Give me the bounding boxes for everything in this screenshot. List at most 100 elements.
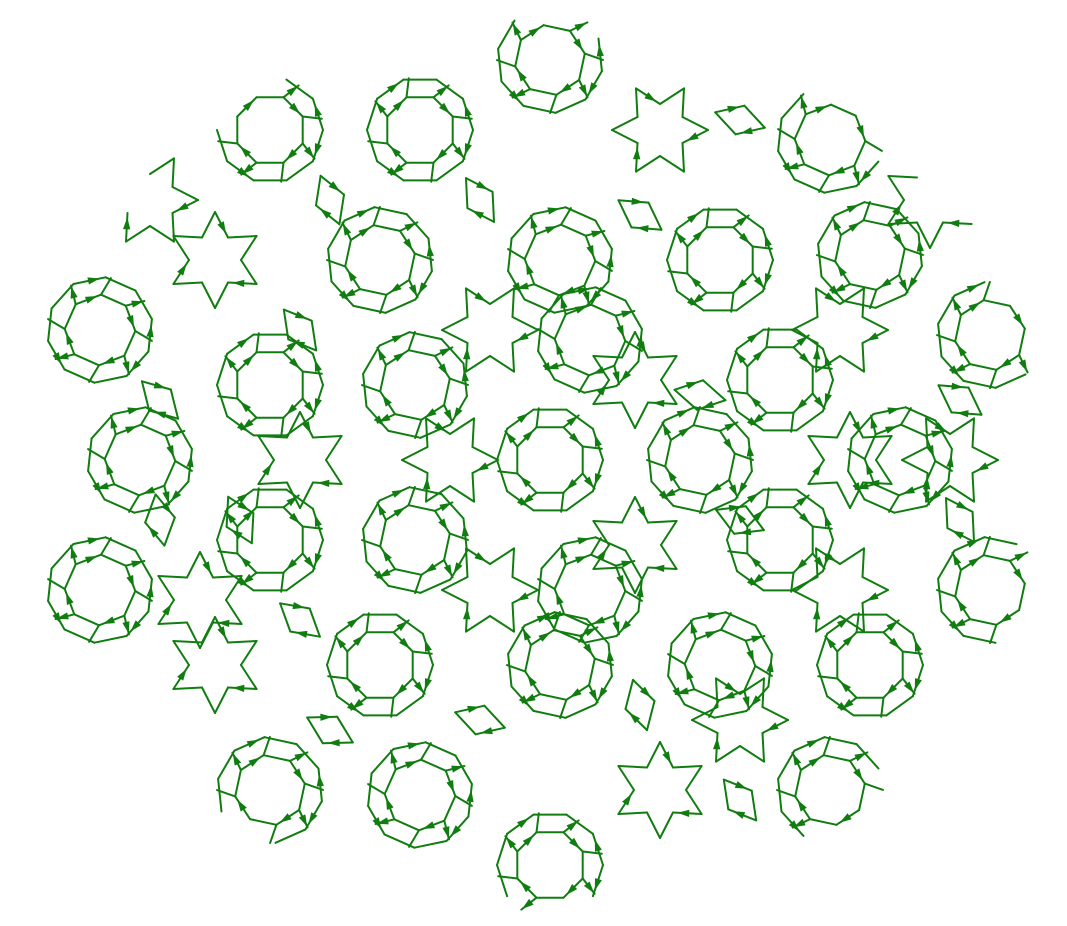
arrowhead — [968, 302, 981, 312]
arrowhead — [461, 524, 469, 537]
arrowhead — [110, 416, 118, 429]
tiling-edge — [693, 688, 720, 702]
tiling-edge — [425, 417, 429, 448]
arrowhead — [66, 592, 74, 605]
arrowhead — [442, 826, 450, 839]
arrowhead — [242, 510, 254, 521]
tiling-edge — [405, 77, 410, 99]
tiling-edge — [338, 193, 345, 226]
tiling-edge — [817, 242, 823, 278]
arrowhead — [728, 504, 741, 512]
tiling-edge — [171, 212, 175, 243]
arrowhead — [966, 284, 979, 293]
tiling-edge — [578, 374, 590, 393]
arrowhead — [358, 227, 371, 237]
arrowhead — [87, 277, 100, 285]
tiling-edge — [449, 485, 475, 503]
tiling-edge — [592, 355, 623, 359]
arrowhead — [594, 839, 602, 852]
tiling-edge — [523, 233, 537, 260]
tiling-edge — [720, 612, 732, 631]
tiling-edge — [362, 344, 381, 375]
tiling-edge — [816, 664, 829, 698]
arrowhead — [824, 514, 832, 527]
arrowhead — [629, 712, 641, 724]
arrowhead — [516, 332, 529, 341]
tiling-edge — [262, 754, 291, 762]
arrowhead — [866, 592, 879, 601]
arrowhead — [846, 204, 859, 213]
tiling-edge — [726, 507, 739, 541]
tiling-edge — [744, 505, 765, 532]
tiling-edge — [803, 163, 830, 177]
arrowhead — [837, 702, 849, 712]
arrowhead — [747, 417, 759, 427]
tiling-edge — [537, 317, 543, 352]
arrowhead — [471, 210, 484, 219]
arrowhead — [161, 502, 172, 514]
tiling-edge — [728, 452, 736, 481]
tiling-edge — [172, 281, 203, 285]
tiling-edge — [407, 504, 436, 512]
arrowhead — [505, 431, 517, 444]
arrowhead — [793, 818, 806, 828]
tiling-edge — [552, 611, 561, 632]
tiling-edge — [667, 653, 686, 665]
arrowhead — [314, 398, 322, 411]
arrowhead — [230, 529, 243, 539]
arrowhead — [241, 163, 254, 175]
tiling-edge — [285, 160, 314, 182]
tiling-edge — [765, 487, 770, 509]
tiling-edge — [301, 370, 323, 375]
tiling-edge — [875, 459, 893, 485]
arrowhead — [424, 639, 432, 652]
arrowhead — [453, 407, 463, 420]
arrowhead — [248, 757, 261, 767]
tiling-edge — [510, 213, 535, 240]
arrowhead — [786, 162, 799, 170]
tiling-edge — [384, 298, 417, 314]
tiling-edge — [660, 520, 678, 546]
arrowhead — [303, 556, 315, 569]
tiling-edge — [327, 219, 346, 250]
tiling-edge — [285, 78, 314, 100]
tiling-edge — [454, 711, 477, 736]
tiling-edge — [430, 161, 435, 183]
tiling-edge — [624, 299, 643, 330]
arrowhead — [957, 599, 967, 612]
tiling-edge — [714, 111, 737, 136]
arrowhead — [662, 751, 671, 764]
arrowhead — [302, 421, 311, 434]
arrowhead — [424, 408, 437, 418]
arrowhead — [232, 753, 242, 766]
arrowhead — [225, 511, 237, 524]
tiling-edge — [303, 782, 324, 791]
arrowhead — [591, 230, 604, 238]
tiling-edge — [511, 602, 515, 633]
tiling-edge — [754, 665, 773, 677]
tiling-edge — [301, 525, 323, 530]
tiling-edge — [128, 494, 140, 513]
tiling-edge — [617, 765, 635, 791]
tiling-edge — [553, 313, 567, 340]
arrowhead — [176, 202, 189, 211]
arrowhead — [796, 495, 809, 507]
arrowhead — [122, 621, 130, 634]
tiling-edge — [393, 818, 420, 832]
arrowhead — [621, 310, 634, 318]
arrowhead — [813, 396, 825, 409]
tiling-edge — [646, 700, 656, 732]
tiling-edge — [225, 495, 230, 528]
tiling-edge — [594, 219, 613, 250]
tiling-edge — [216, 129, 229, 163]
tiling-edge — [511, 342, 515, 373]
arrowhead — [788, 820, 800, 832]
arrowhead — [480, 727, 493, 735]
tiling-edge — [496, 864, 509, 898]
arrowhead — [474, 292, 487, 302]
arrowhead — [295, 630, 308, 638]
tiling-edge — [936, 334, 957, 343]
tiling-edge — [925, 417, 929, 448]
arrowhead — [517, 69, 527, 82]
